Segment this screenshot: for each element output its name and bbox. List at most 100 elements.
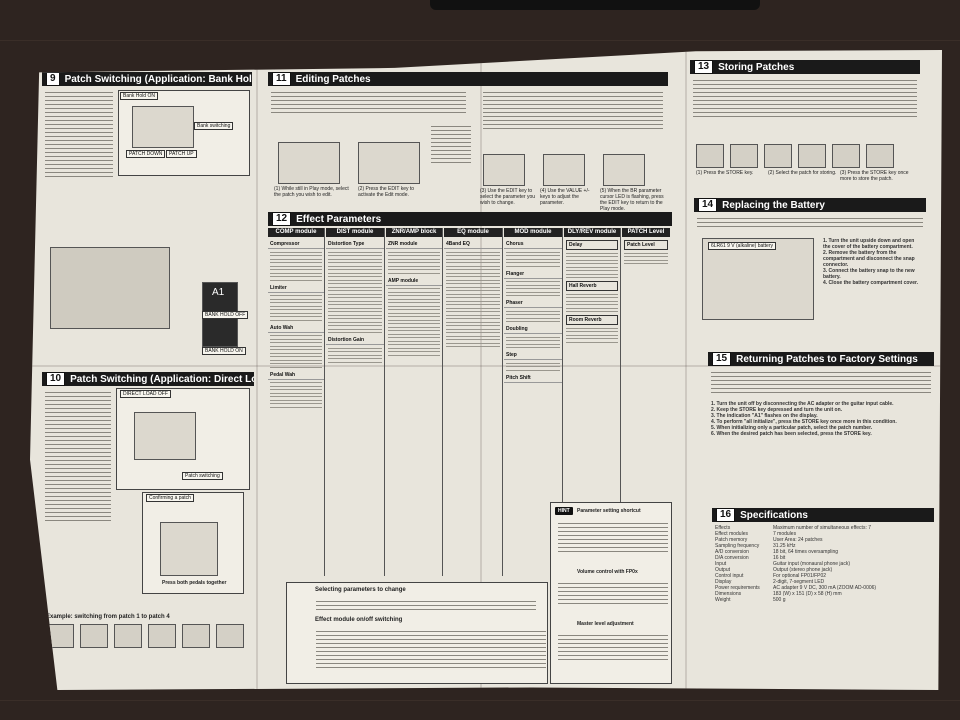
unit-drawing: [134, 412, 196, 460]
display-digits: A1: [212, 287, 225, 298]
section-number: 15: [712, 352, 732, 366]
param-name: Hall Reverb: [566, 281, 618, 291]
section-title: Replacing the Battery: [722, 199, 825, 211]
step-5-figure: [603, 154, 645, 186]
section-title: Patch Switching (Application: Direct Loa…: [70, 373, 254, 385]
section-10-body-text: [42, 386, 114, 527]
param-name: Distortion Gain: [326, 336, 384, 345]
battery-figure: [702, 238, 814, 320]
section-11-side-text: [428, 120, 474, 169]
section-number: 11: [272, 72, 291, 86]
section-15: 15 Returning Patches to Factory Settings…: [708, 352, 934, 502]
section-11: 11 Editing Patches (1) While still in Pl…: [268, 72, 668, 220]
section-number: 9: [46, 72, 60, 86]
module-column: PATCH Level Patch Level: [622, 228, 670, 576]
store-caption: (3) Press the STORE key once more to sto…: [840, 170, 909, 182]
patch-up-label: PATCH UP: [166, 150, 197, 158]
factory-step: 1. Turn the unit off by disconnecting th…: [711, 401, 894, 407]
param-name: Chorus: [504, 240, 562, 249]
param-name: Pitch Shift: [504, 374, 562, 383]
section-10-header: 10 Patch Switching (Application: Direct …: [42, 372, 254, 386]
section-14-header: 14 Replacing the Battery: [694, 198, 926, 212]
manual-sheet: 9 Patch Switching (Application: Bank Hol…: [30, 50, 942, 690]
module-header: DLY/REV module: [564, 228, 620, 237]
note-heading: Effect module on/off switching: [315, 617, 403, 623]
section-title: Storing Patches: [718, 61, 795, 73]
module-column: DIST module Distortion Type Distortion G…: [326, 228, 385, 576]
factory-step: 5. When initializing only a particular p…: [711, 425, 873, 431]
section-15-header: 15 Returning Patches to Factory Settings: [708, 352, 934, 366]
bank-stack-diagram: [50, 247, 170, 329]
battery-step: 1. Turn the unit upside down and open th…: [823, 238, 915, 250]
shortcut-box: HINT Parameter setting shortcut Volume c…: [550, 502, 672, 684]
example-caption: Example: switching from patch 1 to patch…: [46, 614, 170, 620]
param-name: Limiter: [268, 284, 324, 293]
step-2-caption: (2) Press the EDIT key to activate the E…: [358, 186, 415, 198]
note-heading: Parameter setting shortcut: [577, 508, 641, 514]
section-number: 10: [46, 372, 66, 386]
section-title: Specifications: [740, 509, 808, 521]
factory-step: 6. When the desired patch has been selec…: [711, 431, 872, 437]
note-heading: Selecting parameters to change: [315, 587, 406, 593]
example-steps: [46, 624, 244, 648]
battery-step: 2. Remove the battery from the compartme…: [823, 250, 915, 268]
note-heading: Volume control with FP0x: [577, 569, 638, 575]
section-14-body-text: [694, 212, 926, 233]
section-title: Editing Patches: [295, 73, 371, 85]
param-name: 4Band EQ: [444, 240, 502, 249]
patch-switching-label: Patch switching: [182, 472, 223, 480]
section-11-body-text: [268, 86, 469, 119]
section-title: Returning Patches to Factory Settings: [736, 353, 918, 365]
param-name: Phaser: [504, 299, 562, 308]
volume-text: [555, 577, 671, 610]
module-header: EQ module: [444, 228, 502, 237]
factory-step: 3. The indication "A1" flashes on the di…: [711, 413, 818, 419]
step-5-caption: (5) When the BR parameter cursor LED is …: [600, 188, 664, 212]
display-bank-hold-on: [202, 317, 238, 347]
section-12: 12 Effect Parameters COMP module Compres…: [268, 212, 672, 686]
battery-label: 6LR61 9 V (alkaline) battery: [708, 242, 776, 250]
confirming-label: Confirming a patch: [146, 494, 194, 502]
section-12-header: 12 Effect Parameters: [268, 212, 672, 226]
param-name: AMP module: [386, 277, 442, 286]
step-4-caption: (4) Use the VALUE +/- keys to adjust the…: [540, 188, 590, 206]
display-bank-hold-off: [202, 282, 238, 312]
unit-drawing: [132, 106, 194, 148]
section-13-body-text: [690, 74, 920, 123]
module-header: PATCH Level: [622, 228, 670, 237]
section-15-body-text: [708, 366, 934, 399]
section-13: 13 Storing Patches (1) Press the STORE k…: [690, 60, 920, 190]
section-number: 13: [694, 60, 714, 74]
param-name: Step: [504, 351, 562, 360]
module-column: MOD module Chorus Flanger Phaser Doublin…: [504, 228, 563, 576]
battery-step: 3. Connect the battery snap to the new b…: [823, 268, 915, 280]
section-16-header: 16 Specifications: [712, 508, 934, 522]
factory-steps: 1. Turn the unit off by disconnecting th…: [708, 399, 934, 439]
patch-down-label: PATCH DOWN: [126, 150, 166, 158]
param-name: Auto Wah: [268, 324, 324, 333]
store-steps: [696, 144, 894, 168]
master-text: [555, 629, 671, 666]
battery-steps: 1. Turn the unit upside down and open th…: [820, 236, 926, 288]
param-name: Doubling: [504, 325, 562, 334]
factory-step: 2. Keep the STORE key depressed and turn…: [711, 407, 843, 413]
bank-switching-label: Bank switching: [194, 122, 234, 130]
module-column: DLY/REV module Delay Hall Reverb Room Re…: [564, 228, 621, 576]
module-header: COMP module: [268, 228, 324, 237]
step-4-figure: [543, 154, 585, 186]
section-10: 10 Patch Switching (Application: Direct …: [42, 372, 254, 684]
store-caption: (1) Press the STORE key.: [696, 170, 754, 176]
factory-step: 4. To perform "all initialize", press th…: [711, 419, 897, 425]
section-14: 14 Replacing the Battery 6LR61 9 V (alka…: [694, 198, 926, 350]
